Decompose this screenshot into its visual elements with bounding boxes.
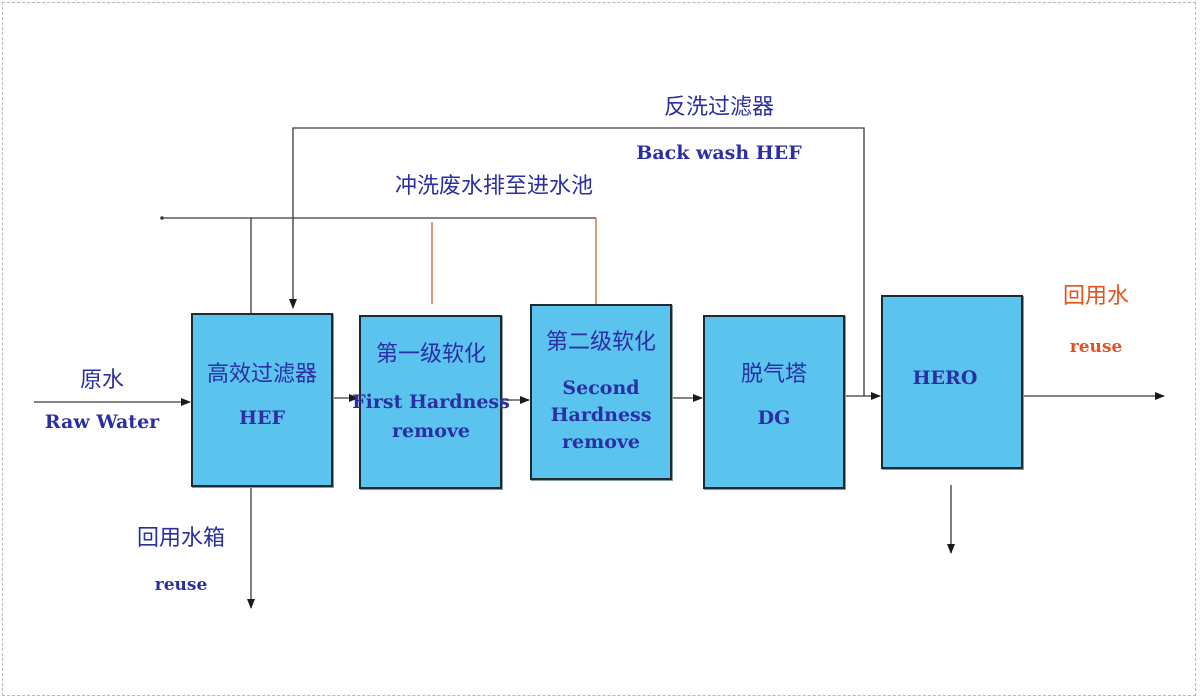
reuse-out-en-label: reuse (1069, 337, 1123, 357)
second-softening-box (530, 304, 672, 480)
flush-waste-line (162, 217, 252, 313)
second-softening-en2-label: Hardness (550, 404, 652, 426)
flush-waste-label: 冲洗废水排至进水池 (394, 174, 594, 199)
hef-en-label: HEF (239, 407, 285, 429)
backwash-en-label: Back wash HEF (636, 142, 802, 164)
second-softening-en1-label: Second (562, 377, 640, 399)
hero-box (881, 295, 1023, 469)
second-softening-en3-label: remove (561, 431, 641, 453)
hef-box (191, 313, 333, 487)
raw-water-cn-label: 原水 (79, 368, 125, 393)
reuse-tank-cn-label: 回用水箱 (136, 526, 226, 551)
first-softening-en1-label: First Hardness (352, 391, 510, 413)
first-softening-cn-label: 第一级软化 (375, 342, 487, 367)
degas-en-label: DG (757, 407, 791, 429)
reuse-tank-en-label: reuse (154, 575, 208, 595)
degas-cn-label: 脱气塔 (740, 362, 808, 387)
first-softening-box (359, 315, 502, 489)
degas-box (703, 315, 845, 489)
raw-water-en-label: Raw Water (44, 411, 160, 433)
second-softening-cn-label: 第二级软化 (545, 330, 657, 355)
hero-label: HERO (912, 367, 978, 389)
backwash-cn-label: 反洗过滤器 (663, 95, 775, 120)
reuse-out-cn-label: 回用水 (1062, 284, 1130, 309)
hef-cn-label: 高效过滤器 (206, 362, 318, 387)
first-softening-en2-label: remove (391, 420, 471, 442)
